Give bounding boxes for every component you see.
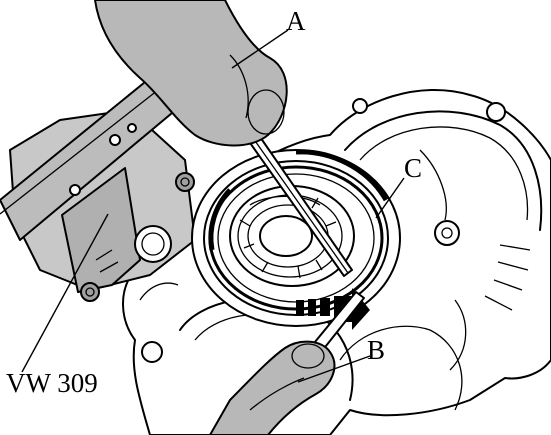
label-c: C bbox=[404, 153, 422, 183]
label-b: B bbox=[367, 335, 385, 365]
leader-c bbox=[375, 177, 405, 219]
label-vw309: VW 309 bbox=[6, 368, 98, 398]
leader-vw309 bbox=[21, 213, 109, 373]
leader-b bbox=[297, 355, 371, 383]
screwdriver-a bbox=[94, 0, 353, 277]
seal-c bbox=[191, 149, 401, 327]
screwdriver-b bbox=[209, 291, 365, 435]
leader-a bbox=[231, 29, 289, 69]
housing-boss bbox=[434, 220, 460, 246]
fixture-vw-309 bbox=[0, 77, 196, 302]
callout-leaders bbox=[21, 29, 405, 383]
label-a: A bbox=[286, 6, 306, 36]
